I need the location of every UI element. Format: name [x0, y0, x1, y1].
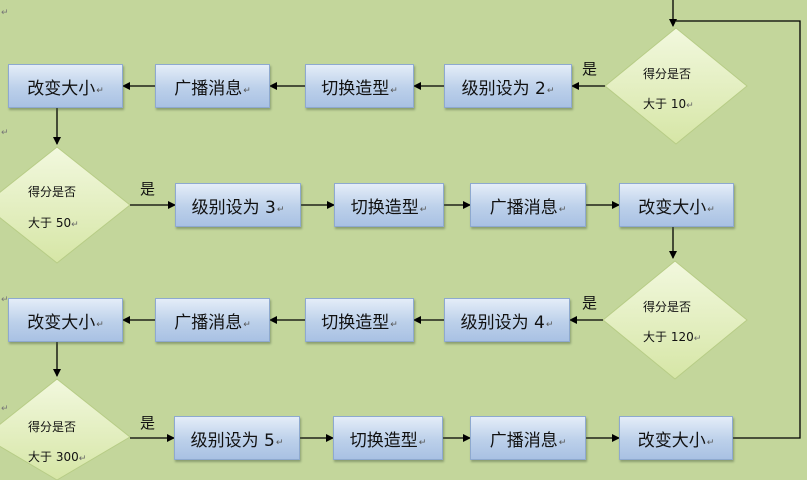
- decision-label-line2: 大于 10↵: [643, 97, 694, 111]
- decision-label-line1: 得分是否: [643, 67, 692, 81]
- yes-label: 是: [582, 294, 598, 312]
- decision-label-line1: 得分是否: [643, 300, 692, 314]
- broadcast-message-box: 广播消息↵: [155, 298, 270, 342]
- decision-diamond-2: [0, 146, 131, 264]
- decision-diamond-1: [604, 27, 748, 145]
- switch-costume-box: 切换造型↵: [305, 298, 414, 342]
- set-level-box: 级别设为 4↵: [444, 298, 570, 342]
- decision-label-line2: 大于 300↵: [28, 450, 87, 464]
- switch-costume-box: 切换造型↵: [333, 416, 443, 460]
- decision-label-line1: 得分是否: [28, 420, 77, 434]
- set-level-box: 级别设为 5↵: [174, 416, 300, 460]
- decision-label-line1: 得分是否: [28, 185, 77, 199]
- paragraph-mark: ↵: [1, 404, 9, 414]
- broadcast-message-box: 广播消息↵: [470, 416, 586, 460]
- paragraph-mark: ↵: [1, 295, 9, 305]
- yes-label: 是: [140, 414, 156, 432]
- change-size-box: 改变大小↵: [8, 298, 123, 342]
- yes-label: 是: [140, 180, 156, 198]
- change-size-box: 改变大小↵: [8, 64, 123, 108]
- switch-costume-box: 切换造型↵: [334, 183, 444, 227]
- change-size-box: 改变大小↵: [619, 183, 734, 227]
- broadcast-message-box: 广播消息↵: [155, 64, 270, 108]
- decision-label-line2: 大于 120↵: [643, 330, 702, 344]
- paragraph-mark: ↵: [1, 128, 9, 138]
- set-level-box: 级别设为 3↵: [175, 183, 301, 227]
- paragraph-mark: ↵: [1, 8, 9, 18]
- change-size-box: 改变大小↵: [619, 416, 733, 460]
- switch-costume-box: 切换造型↵: [305, 64, 414, 108]
- decision-diamond-4: [0, 378, 131, 480]
- decision-diamond-3: [602, 260, 748, 380]
- loop-back-line: [676, 20, 801, 439]
- set-level-box: 级别设为 2↵: [444, 64, 572, 108]
- decision-label-line2: 大于 50↵: [28, 216, 79, 230]
- yes-label: 是: [582, 60, 598, 78]
- broadcast-message-box: 广播消息↵: [470, 183, 586, 227]
